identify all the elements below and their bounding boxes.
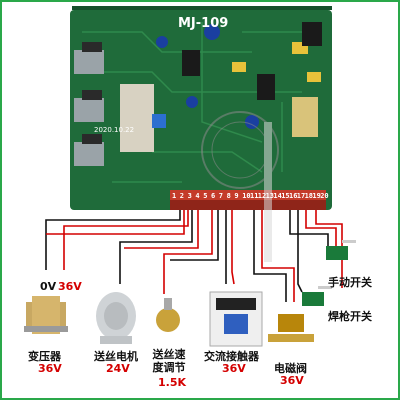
solenoid-image [268,314,314,342]
transformer-value: 36V [38,362,62,375]
capacitors [156,24,321,129]
terminal-number: 2 [179,192,185,200]
solenoid-name: 电磁阀 [274,362,307,375]
terminal-number: 4 [195,192,200,200]
terminal-number: 10 [242,192,251,200]
contactor-image [209,291,263,347]
trim-pot [152,114,166,128]
speed-pot-value: 1.5K [158,376,187,389]
terminal-number: 12 [257,192,267,200]
terminal-number: 11 [250,192,259,200]
motor-image [96,292,136,344]
terminal-number: 8 [226,192,231,200]
supply-zero-label: 0V [40,280,57,293]
supply-voltage-label: 36V [58,280,82,293]
contactor-name: 交流接触器 [204,350,259,363]
manual-switch-image [326,240,356,260]
relay [292,97,318,137]
speed-pot-name: 送丝速度调节 [152,348,186,374]
watermark-seal [201,111,279,262]
terminal-number: 13 [265,192,275,200]
terminal-number: 7 [218,192,224,200]
terminal-number: 3 [187,192,192,200]
power-resistor [120,84,154,152]
ic-chip [302,22,322,46]
wires [45,210,343,302]
ic-chip [182,50,200,76]
terminal-number: 14 [273,192,282,200]
transformer-name: 变压器 [28,350,61,363]
terminal-number: 16 [289,192,298,200]
manual-switch-label: 手动开关 [328,276,372,289]
torch-switch-image [302,286,332,306]
transformer-image [24,296,68,334]
terminal-number: 6 [211,192,216,200]
terminal-number: 9 [234,192,239,200]
terminal-number: 5 [203,192,208,200]
pcb-board [70,6,332,210]
ic-chip [257,74,275,100]
solenoid-value: 36V [280,374,304,387]
contactor-value: 36V [222,362,246,375]
speed-pot-image [156,298,180,332]
terminal-number: 1 [172,192,177,200]
terminal-number: 19 [312,192,321,200]
torch-switch-label: 焊枪开关 [328,310,372,323]
board-date: 2020.10.22 [94,126,135,134]
board-model: MJ-109 [178,16,229,31]
terminal-number: 20 [320,192,329,200]
heatsink-transistors [74,42,104,166]
terminal-number: 15 [281,192,290,200]
terminal-number: 18 [304,192,314,200]
terminal-number: 17 [296,192,306,200]
motor-value: 24V [106,362,130,375]
motor-name: 送丝电机 [94,350,138,363]
